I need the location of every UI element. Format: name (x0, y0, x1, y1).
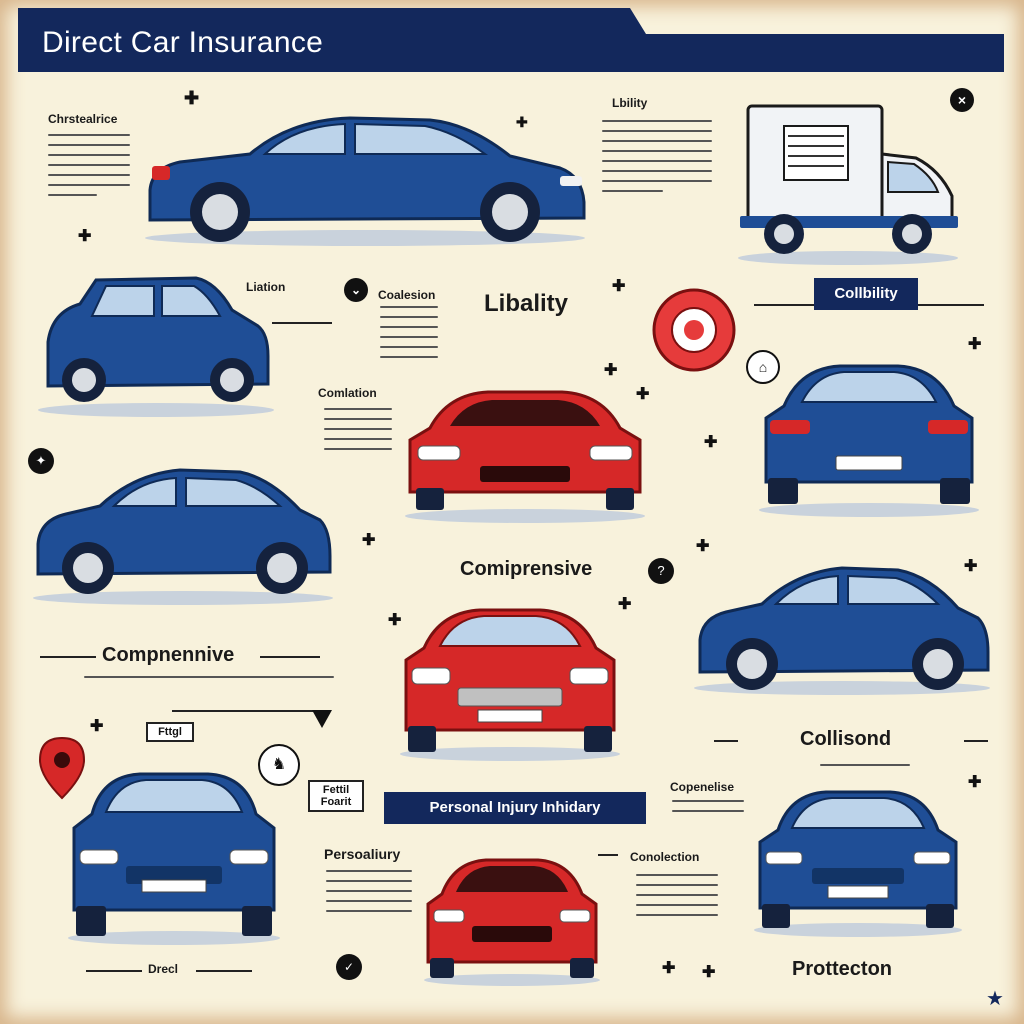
plus-icon: ✚ (184, 88, 200, 108)
delivery-truck (738, 104, 958, 265)
connector-line (196, 970, 252, 972)
label-top-left: Chrstealrice (48, 112, 118, 126)
red-car-front-2 (400, 608, 620, 761)
star-icon: ★ (986, 988, 1004, 1010)
plus-icon: ✚ (704, 434, 718, 451)
plus-icon: ✚ (636, 386, 650, 403)
location-pin-icon (38, 736, 86, 800)
red-car-front-3 (424, 858, 600, 986)
label-compnennive: Compnennive (102, 644, 235, 666)
plus-icon: ✚ (612, 278, 626, 295)
blue-car-rear (759, 364, 979, 517)
connector-line (272, 322, 332, 324)
text-lines (636, 874, 718, 924)
connector-line (86, 970, 142, 972)
connector-line (714, 740, 738, 742)
plus-icon: ✚ (702, 964, 716, 981)
collbility-pill: Collbility (814, 278, 918, 310)
text-lines (324, 408, 392, 458)
plus-icon: ✚ (388, 612, 402, 629)
banner-shape (18, 8, 1004, 72)
blue-car-front-2 (754, 790, 962, 937)
text-lines (820, 764, 910, 774)
plus-icon: ✚ (968, 774, 982, 791)
connector-line (260, 656, 320, 658)
label-compensive-mid: Comiprensive (460, 558, 593, 580)
plus-icon: ✚ (696, 538, 710, 555)
badge-icon: ✦ (28, 448, 54, 474)
close-icon: × (950, 88, 974, 112)
page-title: Direct Car Insurance (42, 26, 324, 59)
badge-icon: ✓ (336, 954, 362, 980)
badge-icon: ? (648, 558, 674, 584)
plus-icon: ✚ (604, 362, 618, 379)
text-lines (326, 870, 412, 920)
label-personaliury: Persoaliury (324, 846, 401, 862)
text-lines (672, 800, 744, 820)
plus-icon: ✚ (362, 532, 376, 549)
red-car-front (405, 390, 645, 523)
lock-icon: ⌂ (746, 350, 780, 384)
plus-icon: ✚ (90, 718, 104, 735)
personal-injury-pill: Personal Injury Inhidary (384, 792, 646, 824)
plus-icon: ✚ (968, 336, 982, 353)
blue-car-front (68, 772, 280, 945)
blue-sedan-side-3 (694, 566, 990, 695)
label-comlation: Comlation (318, 386, 377, 400)
label-liability-small: Lbility (612, 96, 648, 110)
small-box-label-1: Fttgl (146, 722, 194, 742)
chevron-icon: ⌄ (344, 278, 368, 302)
connector-line (964, 740, 988, 742)
label-libality-large: Libality (484, 290, 569, 317)
text-lines (380, 306, 438, 366)
shield-icon (312, 710, 332, 728)
plus-icon: ✚ (618, 596, 632, 613)
text-lines (48, 134, 130, 204)
plus-icon: ✚ (662, 960, 676, 977)
plus-icon: ✚ (964, 558, 978, 575)
text-lines (84, 676, 334, 686)
connector-line (172, 710, 322, 712)
label-liation: Liation (246, 280, 286, 294)
label-direct-small: Drecl (148, 962, 179, 976)
label-coalesion: Coalesion (378, 288, 436, 302)
blue-sedan-side (145, 116, 586, 246)
connector-line (40, 656, 96, 658)
target-icon (652, 288, 736, 372)
badge-icon: ♞ (258, 744, 300, 786)
label-compensise: Copenelise (670, 780, 735, 794)
text-lines (602, 120, 712, 200)
plus-icon: ✚ (516, 114, 528, 130)
small-box-label-2: Fettil Foarit (308, 780, 364, 812)
blue-hatchback (38, 276, 274, 417)
connector-line (598, 854, 618, 856)
blue-sedan-side-2 (33, 468, 333, 605)
label-collisond: Collisond (800, 728, 892, 750)
plus-icon: ✚ (78, 228, 92, 245)
label-protteton: Prottecton (792, 958, 892, 980)
title-banner: Direct Car Insurance (18, 8, 1004, 72)
label-conolection: Conolection (630, 850, 700, 864)
